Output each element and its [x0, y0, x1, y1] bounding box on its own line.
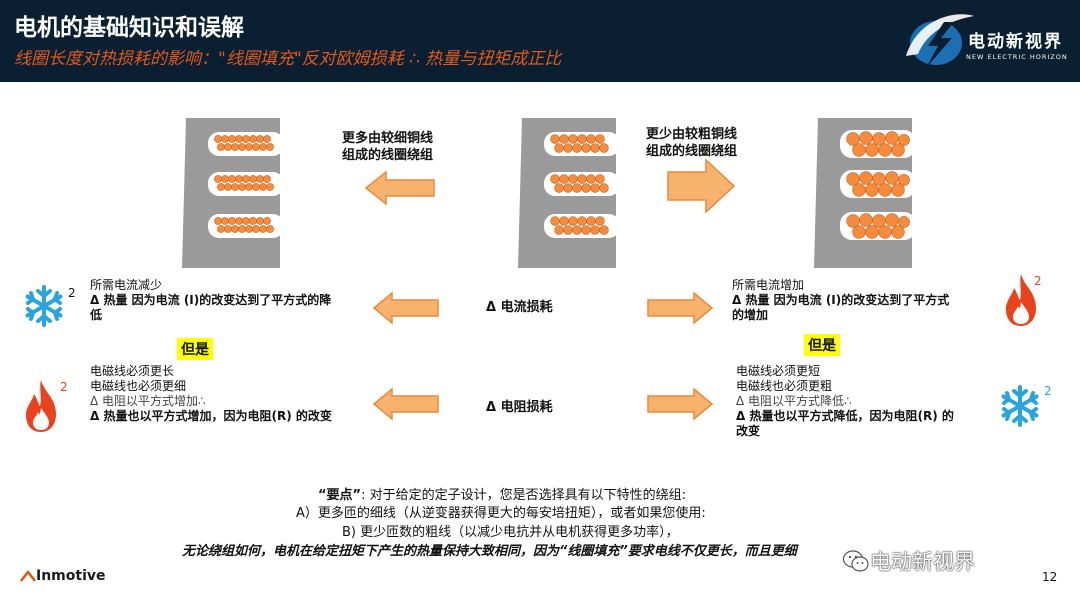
- snowflake-icon: [25, 285, 63, 327]
- thick-wire-label: 更少由较粗铜线 组成的线圈绕组: [646, 126, 737, 160]
- fine-wire-label-line2: 组成的线圈绕组: [342, 148, 434, 163]
- snowflake-exponent: 2: [1044, 384, 1052, 398]
- stator-slot-fine-wire: [182, 118, 284, 268]
- header-bar: [0, 0, 1080, 82]
- resistance-left-text: 电磁线必须更长 电磁线也必须更细 Δ 电阻以平方式增加∴ Δ 热量也以平方式增加…: [90, 364, 370, 424]
- resistance-left-line4: Δ 热量也以平方式增加，因为电阻(R) 的改变: [90, 409, 332, 423]
- resistance-right-line3: Δ 电阻以平方式降低∴: [736, 394, 852, 408]
- resistance-right-line1: 电磁线必须更短: [736, 364, 821, 378]
- arrow-right-icon: [647, 291, 714, 325]
- thick-wire-label-line2: 组成的线圈绕组: [646, 144, 738, 159]
- resistance-left-line1: 电磁线必须更长: [90, 364, 175, 378]
- key-point-b: B) 更少匝数的粗线（以减少电抗并从电机获得更多功率），: [342, 525, 679, 540]
- arrow-left-icon: [372, 291, 439, 325]
- current-left-line1: 所需电流减少: [90, 278, 163, 292]
- key-points-heading: “要点”: [318, 488, 362, 503]
- resistance-loss-label: Δ 电阻损耗: [486, 400, 553, 415]
- watermark-text: 电动新视界: [870, 550, 975, 574]
- fire-exponent: 2: [60, 380, 68, 394]
- logo-text: 电动新视界: [968, 32, 1063, 52]
- resistance-left-line3: Δ 电阻以平方式增加∴: [90, 394, 206, 408]
- fire-icon: [1006, 274, 1036, 326]
- inmotive-brand: Inmotive: [36, 568, 106, 584]
- key-points-intro-text: : 对于给定的定子设计，您是否选择具有以下特性的绕组:: [361, 488, 686, 503]
- current-left-text: 所需电流减少 Δ 热量 因为电流 (I)的改变达到了平方式的降 低: [90, 278, 370, 323]
- current-left-line2: Δ 热量 因为电流 (I)的改变达到了平方式的降: [90, 293, 332, 307]
- resistance-right-text: 电磁线必须更短 电磁线也必须更粗 Δ 电阻以平方式降低∴ Δ 热量也以平方式降低…: [736, 364, 986, 439]
- key-points-intro: “要点”: 对于给定的定子设计，您是否选择具有以下特性的绕组:: [318, 484, 686, 503]
- stator-slot-thick-wire: [814, 118, 916, 268]
- resistance-right-line4: Δ 热量也以平方式降低，因为电阻(R) 的: [736, 409, 954, 423]
- but-label-right: 但是: [804, 334, 840, 356]
- slide-subtitle: 线圈长度对热损耗的影响："线圈填充"反对欧姆损耗 ∴ 热量与扭矩成正比: [14, 49, 562, 69]
- slide-title: 电机的基础知识和误解: [14, 15, 244, 41]
- thick-wire-label-line1: 更少由较粗铜线: [646, 127, 738, 142]
- arrow-left-icon: [364, 170, 435, 206]
- page-number: 12: [1042, 570, 1058, 584]
- but-label-left: 但是: [177, 338, 213, 360]
- fine-wire-label: 更多由较细铜线 组成的线圈绕组: [342, 130, 433, 164]
- fire-exponent: 2: [1034, 274, 1042, 288]
- arrow-left-icon: [372, 387, 439, 421]
- current-loss-label: Δ 电流损耗: [486, 300, 553, 315]
- current-left-line3: 低: [90, 308, 103, 322]
- snowflake-icon: [1001, 385, 1039, 427]
- arrow-right-icon: [647, 387, 714, 421]
- fire-icon: [26, 380, 56, 432]
- snowflake-exponent: 2: [68, 286, 76, 300]
- resistance-left-line2: 电磁线也必须更细: [90, 379, 187, 393]
- resistance-right-line2: 电磁线也必须更粗: [736, 379, 833, 393]
- current-right-text: 所需电流增加 Δ 热量 因为电流 (I)的改变达到了平方式 的增加: [732, 278, 982, 323]
- logo-tagline: NEW ELECTRIC HORIZON: [966, 53, 1068, 61]
- fine-wire-label-line1: 更多由较细铜线: [342, 131, 434, 146]
- lightning-logo-icon: [906, 14, 974, 68]
- key-point-a: A）更多匝的细线（从逆变器获得更大的每安培扭矩），或者如果您使用:: [296, 506, 706, 521]
- wechat-icon: [842, 550, 869, 572]
- current-right-line2: Δ 热量 因为电流 (I)的改变达到了平方式: [732, 293, 950, 307]
- current-right-line1: 所需电流增加: [732, 278, 805, 292]
- arrow-right-large-icon: [667, 158, 736, 214]
- inmotive-logo-icon: [20, 570, 36, 582]
- key-points-conclusion: 无论绕组如何，电机在给定扭矩下产生的热量保持大致相同，因为“线圈填充”要求电线不…: [182, 544, 797, 559]
- stator-slot-medium-wire: [518, 118, 620, 268]
- resistance-right-line5: 改变: [736, 424, 761, 438]
- current-right-line3: 的增加: [732, 308, 769, 322]
